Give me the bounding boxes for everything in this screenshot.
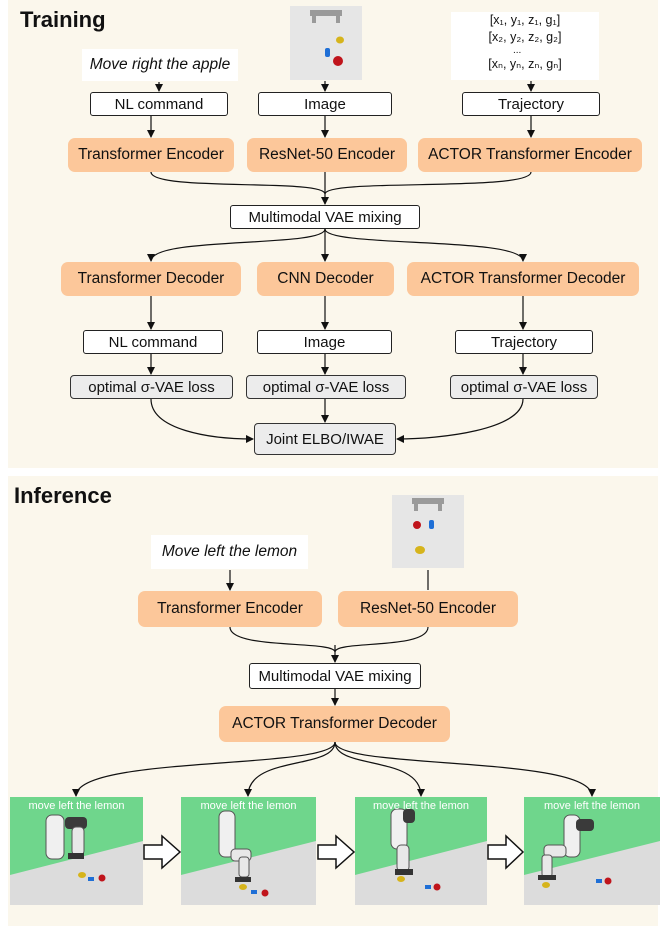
training-actor-encoder: ACTOR Transformer Encoder bbox=[418, 138, 642, 172]
training-loss-image: optimal σ-VAE loss bbox=[246, 375, 406, 399]
training-transformer-encoder: Transformer Encoder bbox=[68, 138, 234, 172]
frame-caption: move left the lemon bbox=[28, 800, 125, 812]
training-command-text: Move right the apple bbox=[82, 49, 238, 81]
frame-caption: move left the lemon bbox=[373, 800, 469, 812]
training-loss-trajectory: optimal σ-VAE loss bbox=[450, 375, 598, 399]
trajectory-ellipsis: ... bbox=[513, 45, 522, 56]
generated-frame-1: move left the lemon bbox=[10, 797, 143, 905]
inference-actor-decoder: ACTOR Transformer Decoder bbox=[219, 706, 450, 742]
robot-arm-scene bbox=[10, 797, 143, 905]
training-input-image bbox=[290, 6, 362, 80]
frame-caption: move left the lemon bbox=[200, 800, 297, 812]
robot-scene-thumbnail bbox=[392, 495, 464, 568]
training-resnet-encoder: ResNet-50 Encoder bbox=[247, 138, 407, 172]
training-joint-elbo: Joint ELBO/IWAE bbox=[254, 423, 396, 455]
trajectory-row-1: [x₁, y₁, z₁, g₁] bbox=[489, 13, 561, 27]
training-loss-nl: optimal σ-VAE loss bbox=[70, 375, 233, 399]
robot-arm-scene bbox=[524, 797, 660, 905]
inference-resnet-encoder: ResNet-50 Encoder bbox=[338, 591, 518, 627]
trajectory-row-n: [xₙ, yₙ, zₙ, gₙ] bbox=[488, 56, 562, 71]
inference-title: Inference bbox=[14, 483, 112, 508]
training-vae-mixing: Multimodal VAE mixing bbox=[230, 205, 420, 229]
trajectory-row-2: [x₂, y₂, z₂, g₂] bbox=[488, 29, 562, 44]
inference-command-text: Move left the lemon bbox=[151, 535, 308, 569]
inference-transformer-encoder: Transformer Encoder bbox=[138, 591, 322, 627]
generated-frame-4: move left the lemon bbox=[524, 797, 660, 905]
training-output-nl-command: NL command bbox=[83, 330, 223, 354]
training-cnn-decoder: CNN Decoder bbox=[257, 262, 394, 296]
robot-scene-thumbnail bbox=[290, 6, 362, 80]
training-output-image: Image bbox=[257, 330, 392, 354]
robot-arm-scene bbox=[181, 797, 316, 905]
training-input-image-label: Image bbox=[258, 92, 392, 116]
inference-input-image bbox=[392, 495, 464, 568]
training-input-trajectory: Trajectory bbox=[462, 92, 600, 116]
training-input-nl-command: NL command bbox=[90, 92, 228, 116]
training-trajectory-values: [x₁, y₁, z₁, g₁] [x₂, y₂, z₂, g₂] [xₙ, y… bbox=[451, 12, 599, 80]
generated-frame-2: move left the lemon bbox=[181, 797, 316, 905]
training-title: Training bbox=[20, 7, 106, 32]
robot-arm-scene bbox=[355, 797, 487, 905]
inference-vae-mixing: Multimodal VAE mixing bbox=[249, 663, 421, 689]
training-actor-decoder: ACTOR Transformer Decoder bbox=[407, 262, 639, 296]
frame-caption: move left the lemon bbox=[544, 800, 640, 812]
generated-frame-3: move left the lemon bbox=[355, 797, 487, 905]
training-output-trajectory: Trajectory bbox=[455, 330, 593, 354]
training-transformer-decoder: Transformer Decoder bbox=[61, 262, 241, 296]
